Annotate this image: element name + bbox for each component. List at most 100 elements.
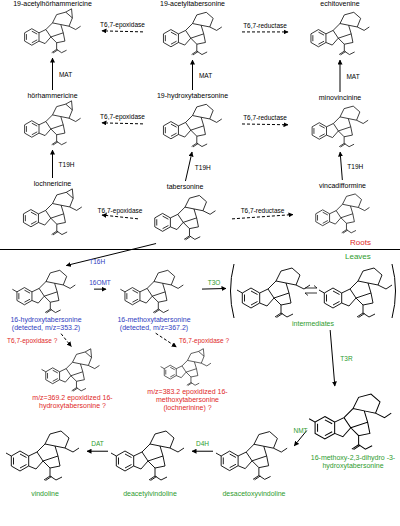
molecule-structure	[324, 268, 392, 318]
reaction-arrow	[232, 215, 293, 219]
reaction-arrow	[87, 451, 108, 452]
reaction-arrow	[156, 333, 177, 347]
molecule-structure	[23, 192, 81, 235]
compound-name: vincadifformine	[319, 182, 366, 190]
reaction-arrow	[192, 60, 193, 90]
reaction-arrow	[61, 334, 71, 347]
epoxide-ring	[66, 101, 73, 110]
molecule-structure	[25, 104, 81, 145]
enzyme-label: T6,7-reductase	[241, 206, 285, 213]
molecule-structure	[315, 394, 391, 450]
structure-drawing	[5, 188, 100, 238]
enzyme-label: MAT	[199, 72, 212, 79]
bracket	[231, 264, 396, 318]
compound-node: intermediates	[228, 262, 398, 328]
structure-drawing	[140, 348, 235, 388]
enzyme-label: T6,7-epoxidase	[98, 206, 143, 213]
molecule-structure	[164, 351, 211, 385]
reaction-arrow	[340, 152, 342, 180]
epoxide-ring	[66, 9, 73, 18]
structure-drawing	[5, 420, 85, 490]
substituent-bond	[216, 453, 221, 456]
substituent-bond	[12, 289, 17, 292]
molecule-structure	[116, 431, 184, 481]
compound-name: 19-acetylhörhammericine	[13, 0, 92, 8]
enzyme-label: T3O	[208, 278, 221, 285]
compound-node: 16-hydroxytabersonine(detected, m/z=353.…	[0, 266, 92, 332]
tissue-label: Leaves	[345, 252, 371, 261]
molecule-structure	[311, 12, 369, 55]
structure-drawing	[290, 102, 390, 150]
compound-node: desacetoxyvindoline	[215, 420, 293, 498]
enzyme-label: T6,7-epoxidase ?	[179, 337, 229, 344]
structure-drawing	[290, 8, 390, 58]
reaction-arrow	[242, 31, 288, 32]
structure-drawing	[145, 8, 240, 58]
compound-node: hörhammericine	[5, 92, 100, 148]
substituent-bond	[161, 367, 165, 369]
structure-drawing	[145, 100, 240, 150]
substituent-bond	[237, 290, 242, 293]
enzyme-label: MAT	[346, 73, 359, 80]
reaction-arrow	[102, 123, 143, 124]
structure-drawing	[5, 8, 100, 56]
compound-name: 19-acetyltabersonine	[160, 0, 225, 8]
compound-name: echitovenine	[320, 0, 359, 8]
enzyme-label: MAT	[59, 71, 72, 78]
compound-name: m/z=383.2 epoxidized 16-methoxytabersoni…	[140, 388, 235, 412]
compound-name: vindoline	[31, 490, 59, 498]
substituent-bond	[6, 453, 11, 456]
structure-drawing	[25, 348, 120, 394]
compound-node: m/z=383.2 epoxidized 16-methoxytabersoni…	[140, 348, 235, 412]
compound-name: 16-methoxy-2,3-dihydro -3-hydroxytaberso…	[308, 454, 398, 470]
enzyme-label: T6,7-reductase	[243, 114, 287, 121]
enzyme-label: T6,7-epoxidase	[100, 21, 145, 28]
enzyme-label: DAT	[91, 440, 104, 447]
substituent-bond	[309, 419, 315, 422]
compound-name: (detected, m/z=367.2)	[120, 324, 188, 332]
substituent-bond	[42, 369, 46, 371]
compound-name: m/z=369.2 epoxidized 16-hydroxytabersoni…	[25, 394, 120, 410]
structure-drawing	[140, 191, 230, 243]
compound-node: m/z=369.2 epoxidized 16-hydroxytabersoni…	[25, 348, 120, 410]
molecule-structure	[25, 12, 81, 53]
enzyme-label: T3R	[340, 355, 352, 362]
structure-drawing	[5, 100, 100, 148]
compound-node: echitovenine	[290, 0, 390, 58]
molecule-structure	[11, 431, 79, 481]
compound-node: 19-hydroxytabersonine	[145, 92, 240, 150]
molecule-structure	[163, 104, 221, 147]
equilibrium-arrow	[305, 286, 317, 296]
epoxide-ring	[66, 189, 73, 198]
compound-node: vindoline	[5, 420, 85, 498]
molecule-structure	[155, 196, 216, 240]
tissue-label: Roots	[350, 238, 371, 247]
enzyme-label: T19H	[195, 163, 211, 170]
molecule-structure	[316, 194, 370, 233]
reaction-arrow	[330, 330, 335, 386]
enzyme-label: T6,7-epoxidase	[100, 113, 145, 120]
reaction-arrow	[102, 215, 138, 219]
molecule-structure	[242, 268, 310, 318]
compound-name: 16-methoxytabersonine	[117, 316, 190, 324]
reaction-arrow	[66, 244, 156, 266]
reaction-arrow	[185, 152, 192, 181]
compound-node: lochnericine	[5, 180, 100, 238]
compound-name: 19-hydroxytabersonine	[157, 92, 228, 100]
compound-name: hörhammericine	[27, 92, 77, 100]
compound-node: deacetylvindoline	[110, 420, 190, 498]
structure-drawing	[308, 388, 398, 454]
compound-node: tabersonine	[140, 183, 230, 243]
reaction-arrow	[192, 451, 213, 452]
epoxide-ring	[199, 349, 205, 357]
compound-node: minovincinine	[290, 94, 390, 150]
compound-name: tabersonine	[167, 183, 204, 191]
structure-drawing	[0, 266, 92, 316]
structure-drawing	[110, 420, 190, 490]
compound-node: 19-acetylhörhammericine	[5, 0, 100, 56]
compound-name: desacetoxyvindoline	[222, 490, 285, 498]
compound-name: deacetylvindoline	[123, 490, 177, 498]
structure-drawing	[295, 190, 390, 236]
substituent-bond	[120, 289, 125, 292]
compound-node: vincadifformine	[295, 182, 390, 236]
